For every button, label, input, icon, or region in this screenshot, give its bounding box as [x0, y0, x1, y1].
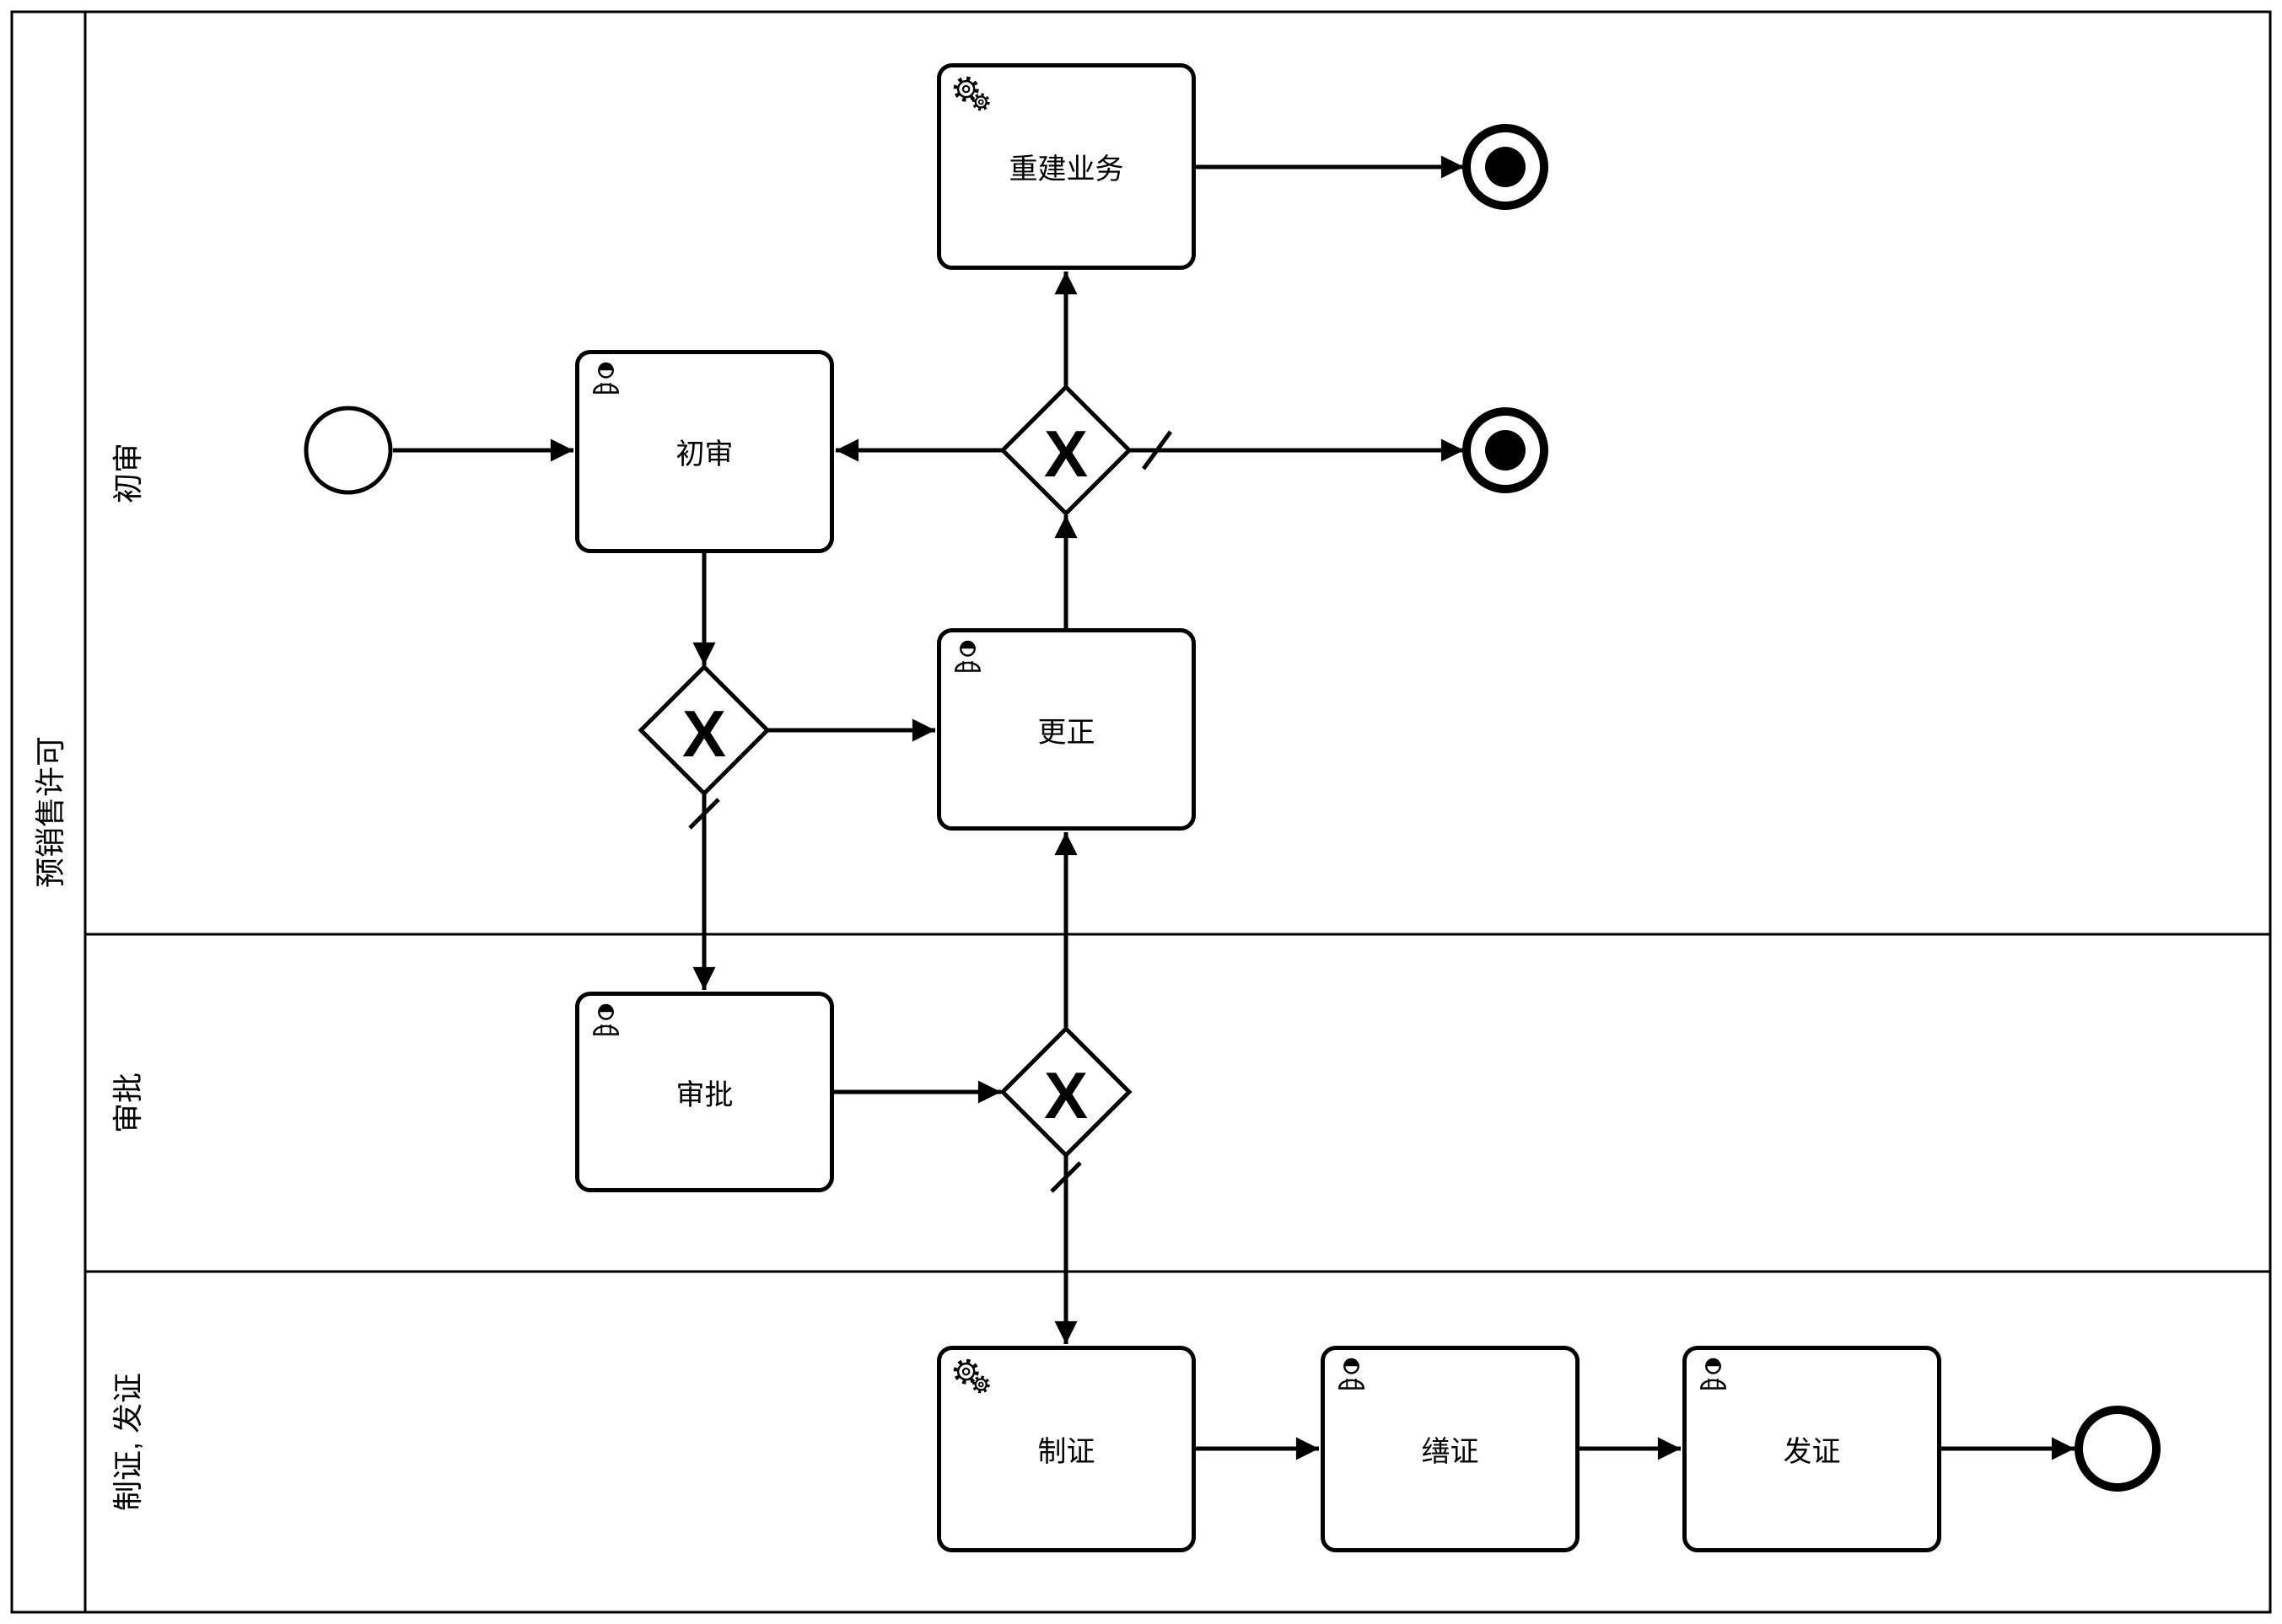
- task-label: 缮证: [1421, 1436, 1479, 1468]
- default-flow-marker: [688, 798, 720, 830]
- task-label: 初审: [675, 438, 734, 471]
- task-label: 重建业务: [1009, 153, 1124, 186]
- task-label: 发证: [1783, 1436, 1841, 1468]
- service-task-icon: [951, 1357, 990, 1395]
- terminate-end-event-top[interactable]: [1462, 124, 1548, 210]
- task-label: 更正: [1037, 716, 1095, 749]
- terminate-end-event-middle[interactable]: [1462, 407, 1548, 493]
- end-event-terminate-dot: [1485, 147, 1526, 187]
- task-fazheng[interactable]: 发证: [1682, 1346, 1941, 1552]
- service-task-icon: [951, 74, 990, 113]
- gateway-diamond: [638, 664, 771, 797]
- gateway-x-marker: X: [682, 696, 726, 771]
- gateway-x-marker: X: [1044, 1058, 1088, 1132]
- task-label: 审批: [675, 1078, 734, 1111]
- task-shenpi[interactable]: 审批: [575, 992, 834, 1192]
- default-flow-marker: [1141, 430, 1173, 471]
- gateway-x-marker: X: [1044, 417, 1088, 491]
- lane-label-chushen: 初审: [110, 442, 145, 504]
- pool-label: 预销售许可: [33, 735, 67, 889]
- pool-border: [10, 10, 2272, 1614]
- default-flow-marker: [1050, 1161, 1082, 1193]
- exclusive-gateway-review-result[interactable]: X: [999, 384, 1133, 517]
- gateway-diamond: [999, 384, 1133, 517]
- user-task-icon: [951, 639, 987, 675]
- task-label: 制证: [1037, 1436, 1095, 1468]
- lane-label-zhizheng-fazheng: 制证, 发证: [110, 1372, 145, 1512]
- task-zhizheng[interactable]: 制证: [937, 1346, 1196, 1552]
- task-gengzheng[interactable]: 更正: [937, 628, 1196, 831]
- end-event-terminate-dot: [1485, 430, 1526, 471]
- lane-label-shenpi: 审批: [110, 1072, 145, 1134]
- gateway-diamond: [999, 1025, 1133, 1159]
- exclusive-gateway-initial-review[interactable]: X: [638, 664, 771, 797]
- task-chongjian-yewu[interactable]: 重建业务: [937, 63, 1196, 270]
- user-task-icon: [1697, 1357, 1732, 1392]
- start-event[interactable]: [304, 406, 393, 495]
- task-chushen[interactable]: 初审: [575, 350, 834, 553]
- user-task-icon: [589, 1003, 625, 1038]
- user-task-icon: [589, 361, 625, 396]
- end-event-bottom[interactable]: [2075, 1406, 2161, 1492]
- task-shanzheng[interactable]: 缮证: [1321, 1346, 1580, 1552]
- user-task-icon: [1335, 1357, 1370, 1392]
- exclusive-gateway-approval[interactable]: X: [999, 1025, 1133, 1159]
